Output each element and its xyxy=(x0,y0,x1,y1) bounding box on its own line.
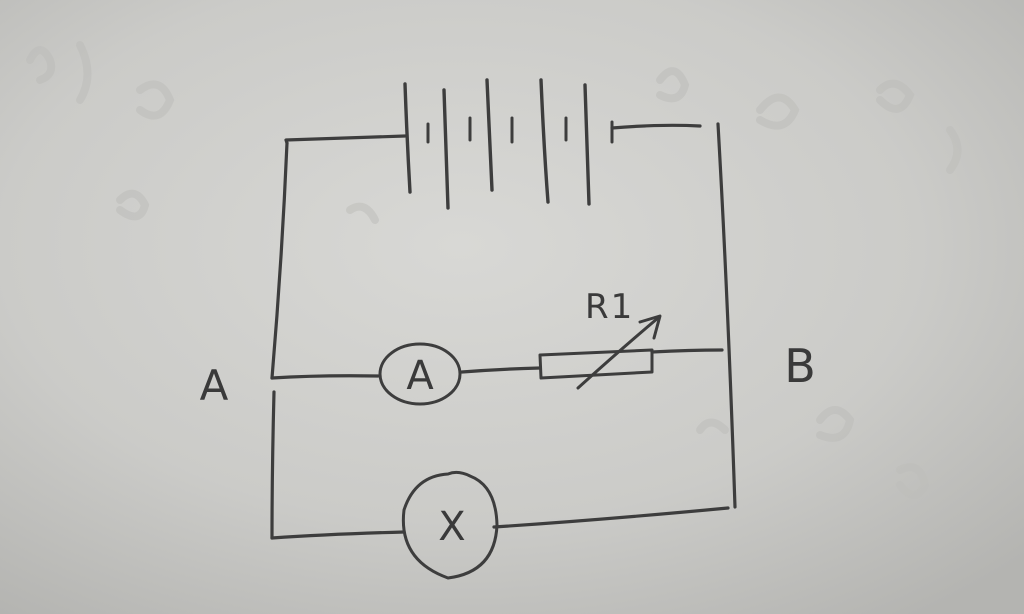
node-label-b: B xyxy=(784,339,816,393)
ammeter-circle xyxy=(378,342,462,406)
rheostat: R1 xyxy=(538,287,662,390)
wire-bottom-right xyxy=(492,506,730,529)
ammeter: A xyxy=(378,342,462,406)
unknown-component-circle xyxy=(401,470,499,580)
wire-middle-center xyxy=(460,366,542,374)
circuit-wires xyxy=(270,122,737,540)
battery xyxy=(403,78,614,210)
wire-bottom-left xyxy=(270,530,406,540)
wire-left-lower xyxy=(270,390,276,540)
wire-right-rail xyxy=(716,122,737,509)
battery-plate-long-2 xyxy=(442,88,450,210)
rheostat-arrow-line xyxy=(576,316,660,390)
rheostat-body xyxy=(538,348,654,380)
battery-plate-long-1 xyxy=(403,82,412,194)
rheostat-label-letter: R xyxy=(585,287,609,327)
rheostat-label: R1 xyxy=(585,287,632,327)
unknown-component-symbol: X xyxy=(438,504,465,550)
wire-left-upper xyxy=(270,141,289,380)
wire-middle-right xyxy=(650,348,724,354)
wire-top-left xyxy=(284,134,407,145)
battery-plate-long-5 xyxy=(583,83,591,206)
battery-plate-long-3 xyxy=(485,78,494,192)
node-label-a: A xyxy=(200,361,229,410)
rheostat-label-subscript: 1 xyxy=(611,287,633,327)
battery-plate-long-4 xyxy=(539,78,550,204)
wire-middle-left xyxy=(270,374,380,380)
wire-top-right xyxy=(610,123,702,130)
paper-show-through xyxy=(26,41,962,499)
unknown-component: X xyxy=(401,470,499,580)
ammeter-symbol: A xyxy=(406,353,434,399)
rheostat-arrow-head xyxy=(638,314,662,340)
